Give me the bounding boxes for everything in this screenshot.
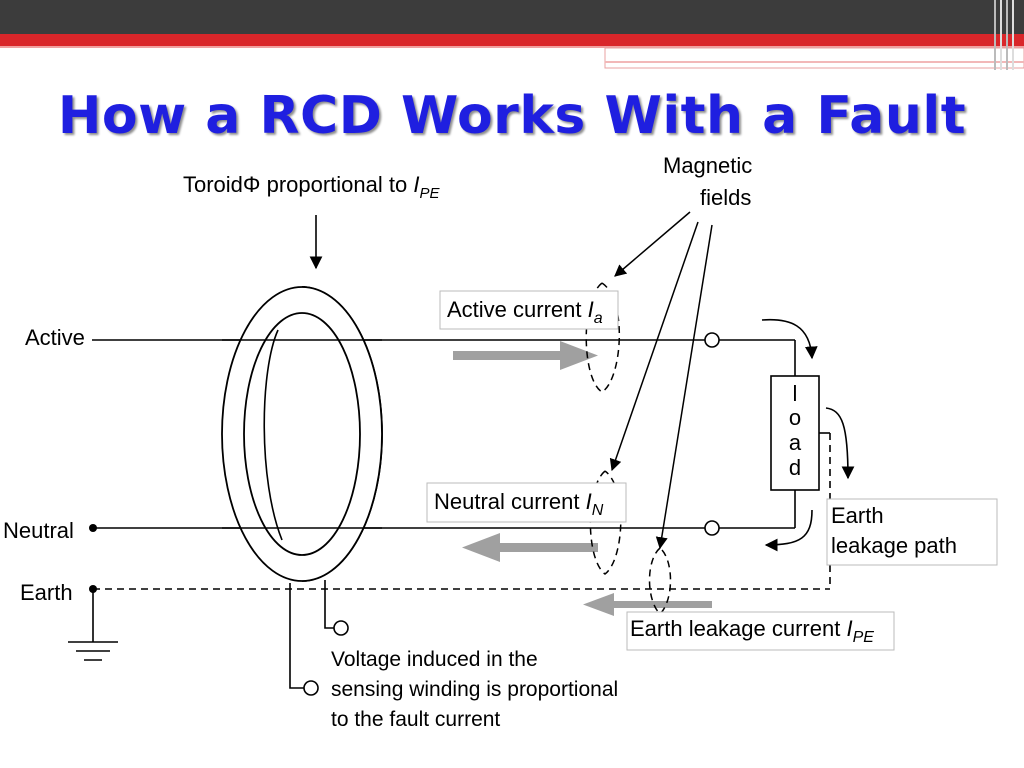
active-current-arrow	[453, 341, 598, 370]
earth-leakage-current-arrow	[583, 593, 712, 616]
toroid	[221, 286, 383, 582]
neutral-current-label: Neutral current IN	[426, 482, 627, 523]
svg-text:Active current Ia: Active current Ia	[447, 297, 603, 327]
voltage-note-line2: sensing winding is proportional	[331, 678, 618, 701]
load-letter-d: d	[789, 455, 801, 480]
earth-label: Earth	[20, 580, 73, 605]
magnetic-fields-label-line2: fields	[700, 185, 751, 210]
leakage-flow-arrow	[825, 407, 855, 480]
magnetic-fields-label-line1: Magnetic	[663, 153, 752, 178]
neutral-junction-dot	[89, 524, 97, 532]
toroid-label: ToroidΦ proportional to IPE	[183, 172, 440, 202]
neutral-terminal	[704, 520, 720, 536]
earth-junction-dot	[89, 585, 97, 593]
slide-title: How a RCD Works With a Fault	[57, 86, 967, 146]
magnetic-arrow-earth	[655, 224, 713, 550]
neutral-current-arrow	[462, 533, 598, 562]
active-label: Active	[25, 325, 85, 350]
voltage-note-line3: to the fault current	[331, 708, 500, 731]
active-flow-arrow	[761, 318, 818, 360]
magnetic-arrow-neutral	[609, 221, 699, 472]
svg-text:Neutral current IN: Neutral current IN	[434, 489, 604, 519]
sensing-winding-leads	[289, 580, 349, 696]
earth-leakage-path-label: Earth leakage path	[826, 498, 998, 566]
earth-leakage-current-label: Earth leakage current IPE	[626, 611, 895, 651]
active-terminal	[704, 332, 720, 348]
load-letter-a: a	[789, 430, 802, 455]
header-bar	[0, 0, 1024, 70]
svg-text:leakage path: leakage path	[831, 533, 957, 558]
earth-magnetic-field-loop	[648, 547, 672, 616]
load-box	[770, 375, 820, 491]
neutral-flow-arrow	[764, 509, 813, 552]
neutral-label: Neutral	[3, 518, 74, 543]
load-letter-o: o	[789, 405, 801, 430]
svg-text:Earth: Earth	[831, 503, 884, 528]
load-letter-l: l	[793, 381, 798, 406]
neutral-magnetic-field-loop	[589, 470, 622, 575]
magnetic-arrow-active	[614, 211, 691, 277]
active-current-label: Active current Ia	[439, 290, 619, 330]
svg-text:Earth leakage current IPE: Earth leakage current IPE	[630, 616, 874, 646]
ground-symbol-icon	[68, 641, 118, 661]
voltage-note-line1: Voltage induced in the	[331, 648, 538, 671]
